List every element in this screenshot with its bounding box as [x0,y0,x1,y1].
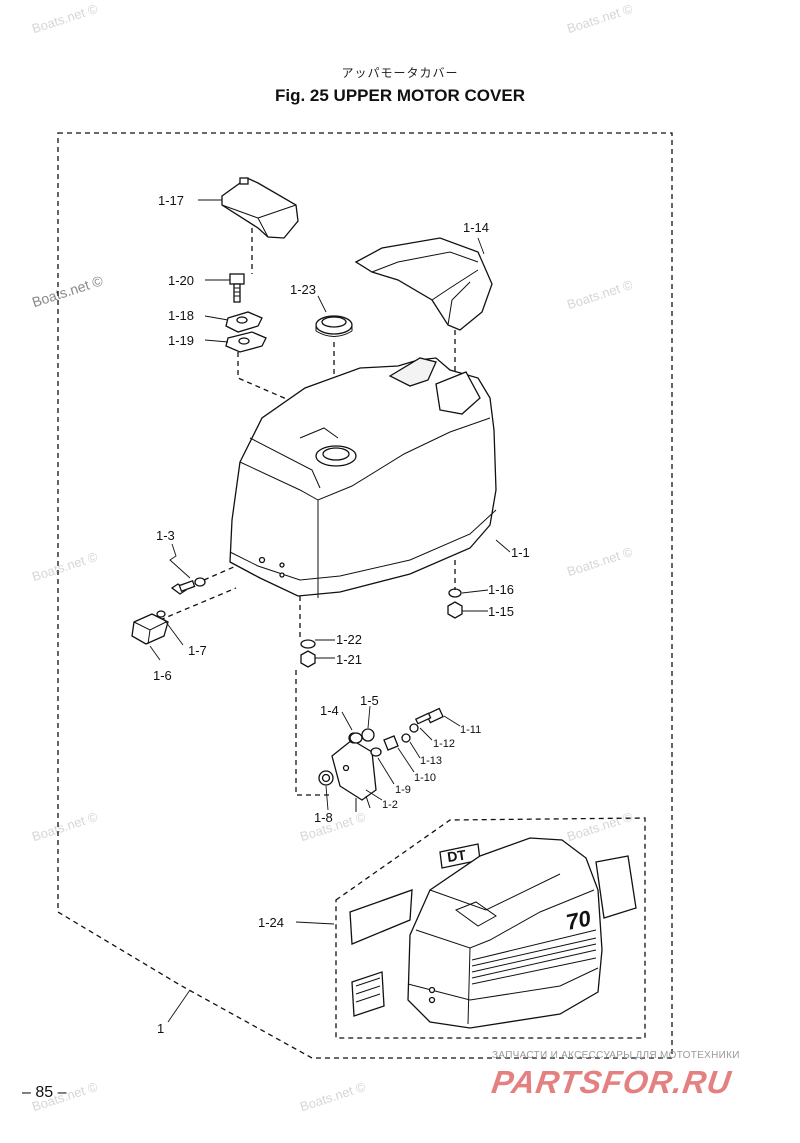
callout-1-5: 1-5 [360,693,379,708]
callout-1-18: 1-18 [168,308,194,323]
part-1-15-nut [447,601,463,619]
part-1-13-washer [401,733,411,743]
callout-1-23: 1-23 [290,282,316,297]
part-1-12-washer [409,723,419,733]
part-1-2-bracket [331,732,377,812]
part-1-20-bolt [229,273,245,303]
callout-1-13: 1-13 [420,755,442,767]
part-1-6-bracket [131,613,169,645]
part-1-22-washer [300,639,316,649]
callout-1-2: 1-2 [382,799,398,811]
callout-1-12: 1-12 [433,738,455,750]
callout-1-7: 1-7 [188,643,207,658]
assembly-boundary-outline [57,132,673,1059]
part-1-18-plate [225,311,263,333]
callout-1-3: 1-3 [156,528,175,543]
figure-title: Fig. 25 UPPER MOTOR COVER [274,86,525,105]
part-1-11-bolt [414,707,444,725]
part-1-17-cap [221,177,299,239]
part-1-10-clip [383,735,399,751]
part-1-19-plate [225,331,267,353]
part-1-21-nut [300,650,316,668]
decal-brand-text: DT [446,846,467,865]
callout-1: 1 [157,1021,164,1036]
callout-1-4: 1-4 [320,703,339,718]
callout-1-20: 1-20 [168,273,194,288]
callout-1-15: 1-15 [488,604,514,619]
decal-model-text: 70 [564,905,594,935]
store-tagline: ЗАПЧАСТИ И АКСЕССУАРЫ ДЛЯ МОТОТЕХНИКИ [492,1050,740,1061]
japanese-title: アッパモータカバー [341,66,459,80]
callout-1-14: 1-14 [463,220,489,235]
callout-1-9: 1-9 [395,784,411,796]
callout-1-8: 1-8 [314,810,333,825]
callout-1-11: 1-11 [460,724,481,736]
callout-1-24: 1-24 [258,915,284,930]
part-1-16-washer [448,588,462,598]
callout-1-17: 1-17 [158,193,184,208]
part-1-7-washer [156,610,166,618]
decal-set-outline [335,817,646,1039]
part-1-4-washer [349,732,363,744]
part-1-3-bolt [170,577,206,595]
part-1-9-spacer [370,747,382,757]
callout-1-1: 1-1 [511,545,530,560]
part-1-5-grommet [361,728,375,742]
callout-1-16: 1-16 [488,582,514,597]
callout-1-19: 1-19 [168,333,194,348]
callout-1-21: 1-21 [336,652,362,667]
part-1-1-upper-motor-cover [229,357,497,598]
part-1-8-grommet [318,770,334,786]
part-1-14-cap [354,237,493,331]
store-logo[interactable]: PARTSFOR.RU [489,1064,734,1100]
part-1-24-decal-set [349,837,637,1029]
page-number: – 85 – [22,1084,67,1101]
part-1-23-grommet [315,315,353,337]
callout-1-6: 1-6 [153,668,172,683]
callout-1-10: 1-10 [414,772,436,784]
callout-1-22: 1-22 [336,632,362,647]
